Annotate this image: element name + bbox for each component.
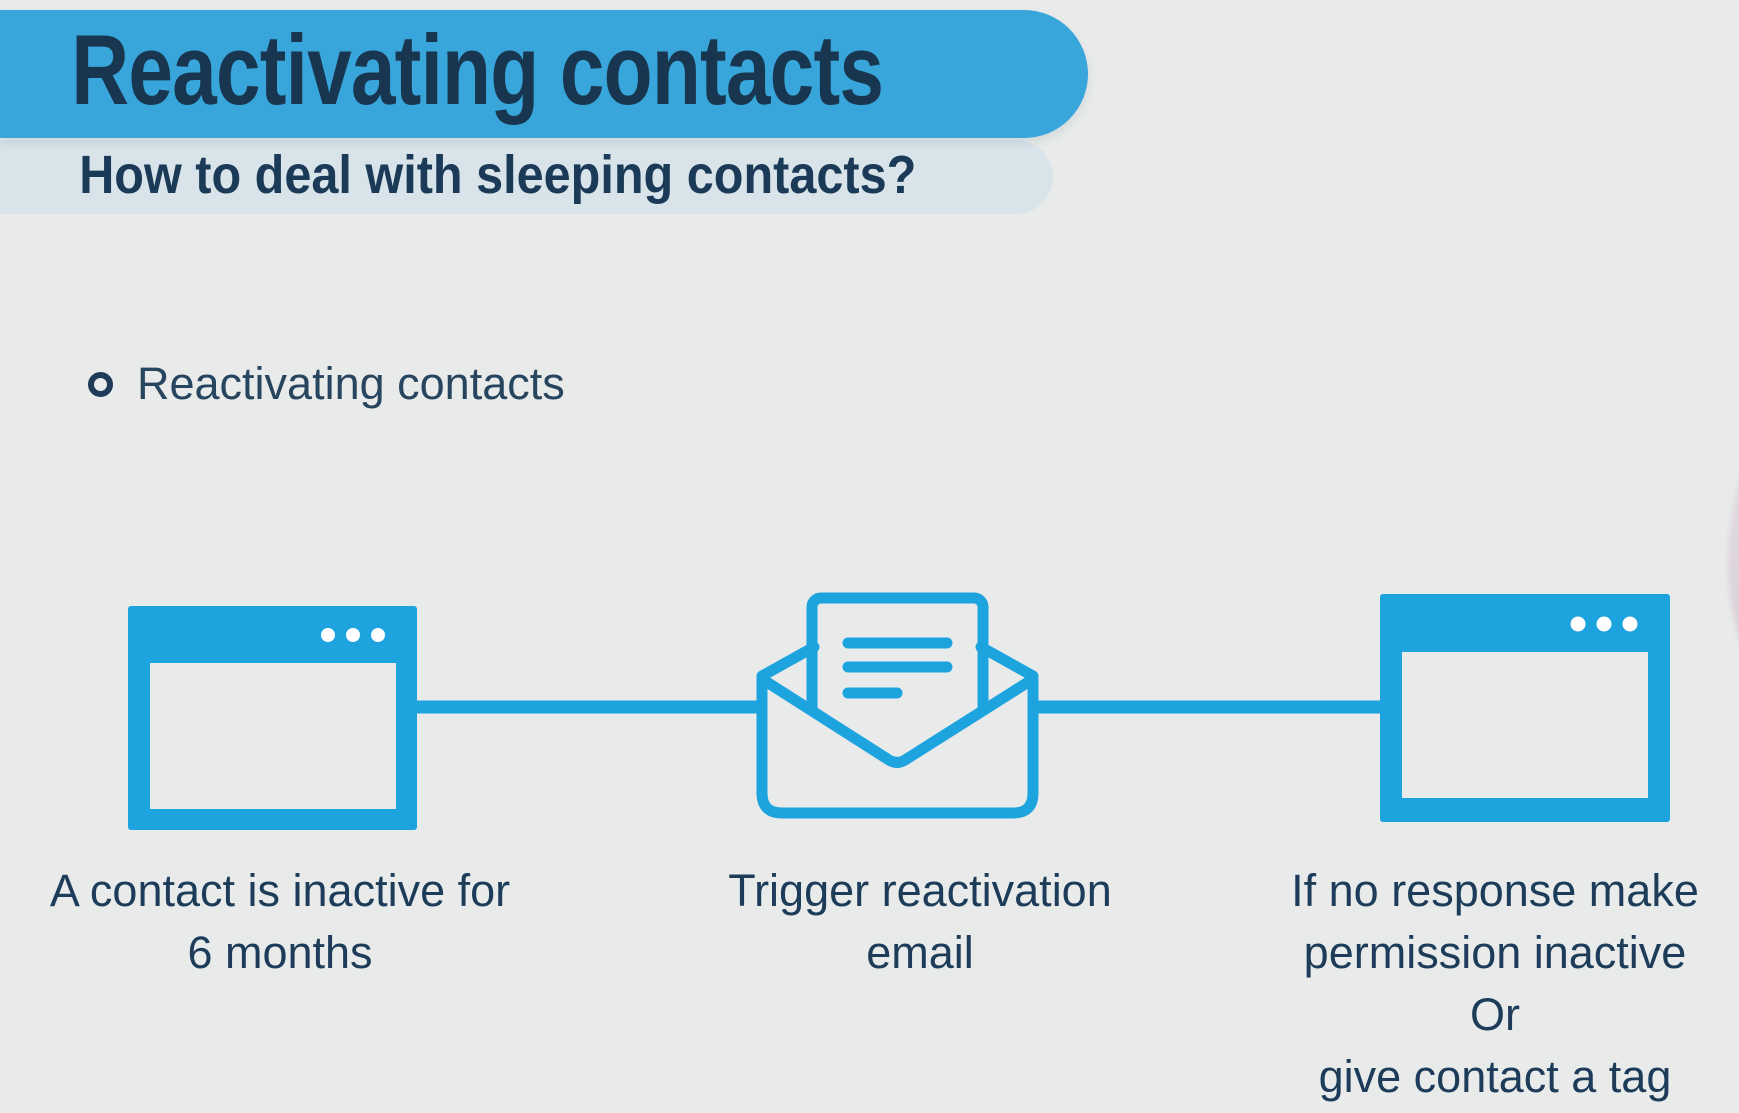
subtitle-banner: How to deal with sleeping contacts? <box>0 140 1053 214</box>
bullet-label: Reactivating contacts <box>137 358 565 409</box>
bullet-ring-icon <box>88 371 113 397</box>
title-banner: Reactivating contacts <box>0 10 1088 138</box>
bullet-row: Reactivating contacts <box>88 358 565 410</box>
step-caption-2: Trigger reactivation email <box>728 865 1112 979</box>
browser-window-icon-2 <box>1380 594 1670 822</box>
envelope-icon <box>756 592 1039 819</box>
webcam-bubble-sliver <box>1728 425 1739 695</box>
step-caption-3: If no response make permission inactive … <box>1291 865 1699 1103</box>
step-caption-1: A contact is inactive for 6 months <box>49 865 511 979</box>
page-subtitle: How to deal with sleeping contacts? <box>79 145 917 205</box>
page-title: Reactivating contacts <box>71 14 884 125</box>
browser-window-icon-1 <box>128 606 417 830</box>
